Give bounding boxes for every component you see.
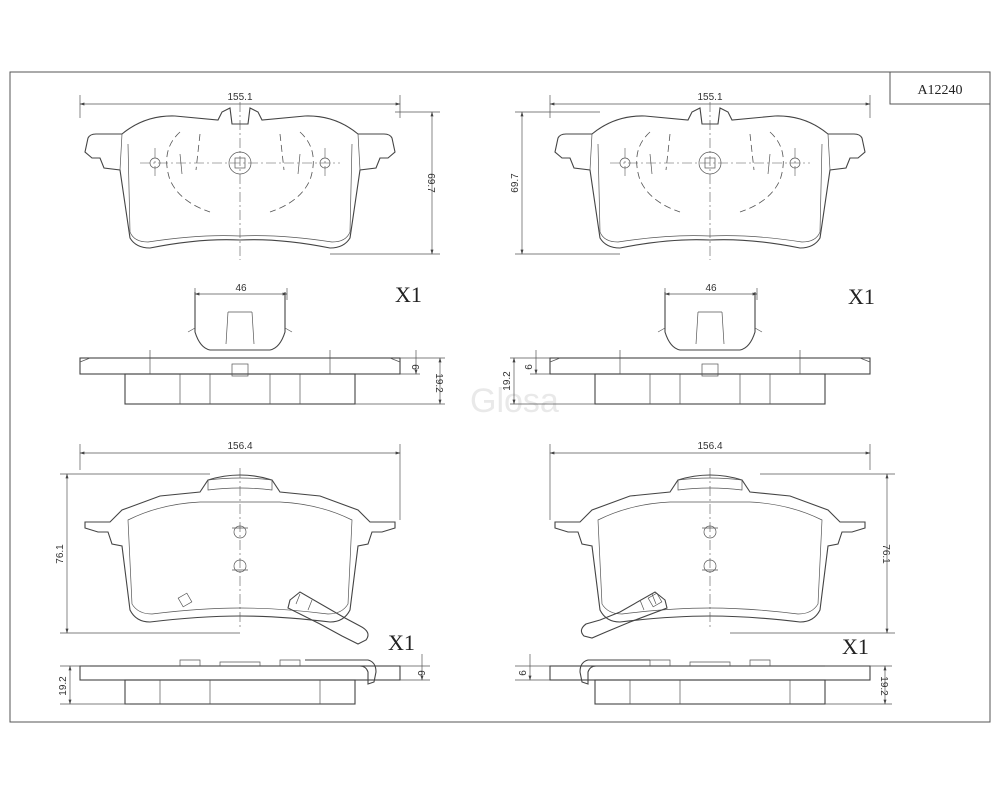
width-dimension: 155.1 xyxy=(697,92,722,103)
wear-sensor xyxy=(287,591,369,645)
width-dimension: 155.1 xyxy=(227,92,252,103)
quantity-label: X1 xyxy=(842,634,869,659)
total-thickness-dimension: 19.2 xyxy=(58,676,69,696)
height-dimension: 76.1 xyxy=(880,544,891,564)
height-dimension: 69.7 xyxy=(425,173,436,193)
clip-width-dimension: 46 xyxy=(705,283,717,294)
total-thickness-dimension: 19.2 xyxy=(878,676,889,696)
quantity-label: X1 xyxy=(848,284,875,309)
clip-width-dimension: 46 xyxy=(235,283,247,294)
height-dimension: 69.7 xyxy=(510,173,521,193)
part-number: A12240 xyxy=(917,83,962,98)
plate-thickness-dimension: 6 xyxy=(518,670,529,676)
view-top-right: 155.1 69.7 X1 46 6 19.2 xyxy=(502,92,875,405)
view-bottom-right: 156.4 76.1 X1 6 19.2 xyxy=(515,441,895,705)
plate-thickness-dimension: 6 xyxy=(409,364,420,370)
watermark: Glosa xyxy=(470,382,559,420)
view-top-left: 155.1 69.7 X1 46 6 19.2 xyxy=(79,92,445,405)
quantity-label: X1 xyxy=(388,630,415,655)
plate-thickness-dimension: 6 xyxy=(415,670,426,676)
total-thickness-dimension: 19.2 xyxy=(502,371,513,391)
width-dimension: 156.4 xyxy=(697,441,722,452)
wear-sensor xyxy=(580,591,668,639)
quantity-label: X1 xyxy=(395,282,422,307)
view-bottom-left: 156.4 76.1 X1 19.2 6 xyxy=(55,441,430,705)
total-thickness-dimension: 19.2 xyxy=(433,373,444,393)
height-dimension: 76.1 xyxy=(55,544,66,564)
plate-thickness-dimension: 6 xyxy=(524,364,535,370)
width-dimension: 156.4 xyxy=(227,441,252,452)
